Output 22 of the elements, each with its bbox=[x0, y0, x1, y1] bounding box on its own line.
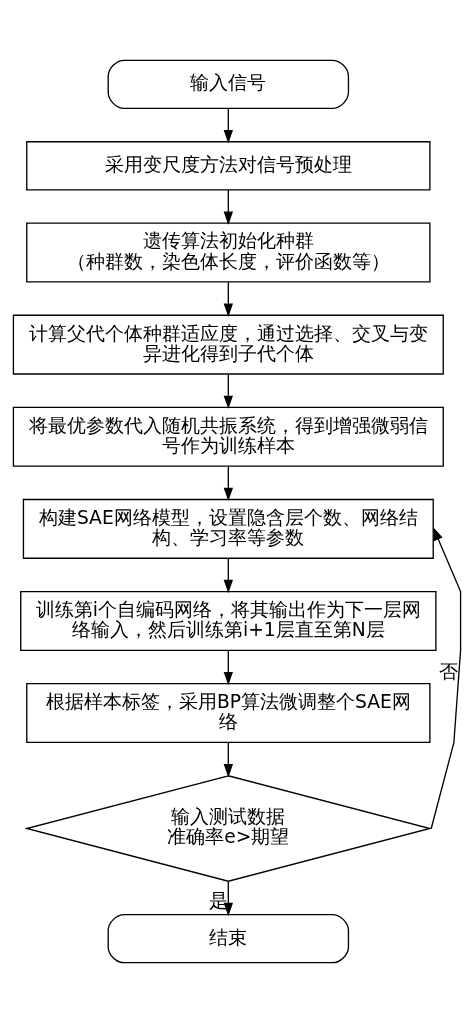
node-box: 输入信号 bbox=[107, 59, 350, 110]
arrow bbox=[223, 465, 233, 502]
node-box: 将最优参数代入随机共振系统，得到增强微弱信号作为训练样本 bbox=[12, 406, 444, 467]
edge-label: 是 bbox=[208, 890, 228, 912]
arrow bbox=[430, 527, 462, 830]
arrow bbox=[223, 189, 233, 225]
node-box: 训练第i个自编码网络，将其输出作为下一层网络输入，然后训练第i+1层直至第N层 bbox=[20, 590, 437, 651]
arrow bbox=[223, 649, 233, 686]
node-box: 构建SAE网络模型，设置隐含层个数、网络结构、学习率等参数 bbox=[22, 498, 434, 559]
arrow bbox=[223, 373, 233, 409]
node-box: 计算父代个体种群适应度，通过选择、交叉与变异进化得到子代个体 bbox=[12, 314, 444, 375]
node-diamond: 输入测试数据 准确率e>期望 bbox=[24, 775, 433, 882]
node-box: 结束 bbox=[107, 913, 350, 964]
arrow bbox=[223, 742, 233, 778]
node-box: 遗传算法初始化种群 （种群数，染色体长度，评价函数等） bbox=[26, 222, 431, 283]
arrow bbox=[223, 881, 233, 917]
arrow bbox=[223, 281, 233, 317]
node-box: 采用变尺度方法对信号预处理 bbox=[26, 141, 431, 191]
node-box: 根据样本标签，采用BP算法微调整个SAE网络 bbox=[26, 683, 431, 744]
arrow bbox=[223, 557, 233, 594]
edge-label: 否 bbox=[438, 661, 458, 683]
arrow bbox=[223, 107, 233, 144]
